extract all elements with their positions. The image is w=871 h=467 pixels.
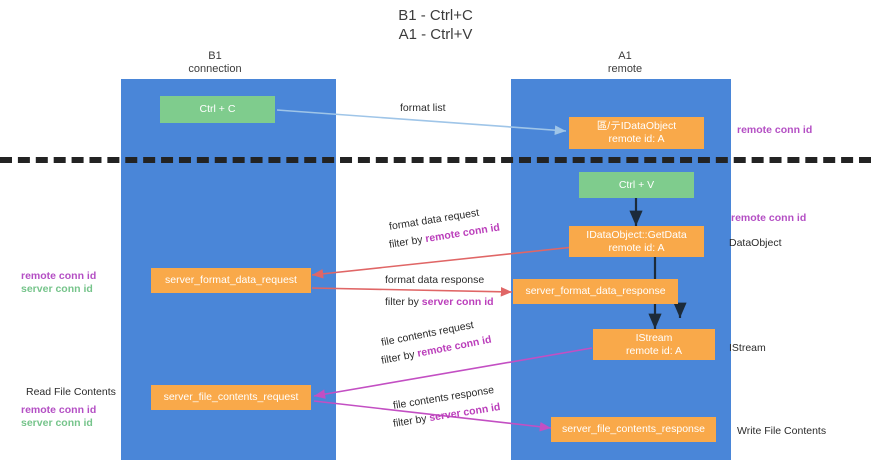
annotation-read-file-contents: Read File Contents	[26, 386, 116, 398]
edge-label-format-data-request-group: format data request filter by remote con…	[388, 207, 501, 253]
node-idataobject-top[interactable]: 區/テIDataObject remote id: A	[569, 117, 704, 149]
page-title: B1 - Ctrl+C A1 - Ctrl+V	[398, 7, 473, 43]
annotation-write-file-contents: Write File Contents	[737, 425, 827, 437]
column-header-b1: B1 connection	[188, 50, 242, 75]
legend-server-conn-id-bottom: server conn id	[21, 417, 93, 429]
filter-key-server-conn-id: server conn id	[421, 296, 494, 308]
node-server-format-data-request[interactable]: server_format_data_request	[151, 268, 311, 293]
annotation-remote-conn-id-top: remote conn id	[737, 124, 813, 136]
node-server-file-contents-request[interactable]: server_file_contents_request	[151, 385, 311, 410]
edge-label-format-list: format list	[400, 102, 446, 114]
node-ctrl-v[interactable]: Ctrl + V	[579, 172, 694, 198]
node-ctrl-c[interactable]: Ctrl + C	[160, 96, 275, 123]
node-idataobject-getdata[interactable]: IDataObject::GetData remote id: A	[569, 226, 704, 257]
node-server-format-data-response[interactable]: server_format_data_response	[513, 279, 678, 304]
section-divider	[0, 157, 871, 163]
node-server-file-contents-response[interactable]: server_file_contents_response	[551, 417, 716, 442]
filter-by-prefix: filter by	[385, 296, 422, 308]
edge-label-file-contents-response-group: file contents response filter by server …	[392, 384, 501, 432]
filter-by-prefix: filter by	[388, 233, 427, 251]
annotation-remote-conn-id-mid: remote conn id	[731, 212, 807, 224]
legend-remote-conn-id-bottom: remote conn id	[21, 404, 97, 416]
annotation-istream: IStream	[729, 342, 766, 354]
node-istream[interactable]: IStream remote id: A	[593, 329, 715, 360]
edge-label-format-data-response-filter: filter by server conn id	[385, 295, 494, 310]
legend-server-conn-id-mid: server conn id	[21, 283, 93, 295]
legend-remote-conn-id-mid: remote conn id	[21, 270, 97, 282]
edge-label-file-contents-request-group: file contents request filter by remote c…	[380, 319, 492, 369]
annotation-dataobject: DataObject	[729, 237, 782, 249]
edge-label-format-data-response: format data response	[385, 274, 485, 286]
filter-by-prefix: filter by	[392, 412, 431, 430]
filter-by-prefix: filter by	[380, 347, 419, 367]
edge-label-format-data-response-group: format data response filter by server co…	[385, 273, 494, 310]
column-header-a1: A1 remote	[607, 50, 643, 75]
